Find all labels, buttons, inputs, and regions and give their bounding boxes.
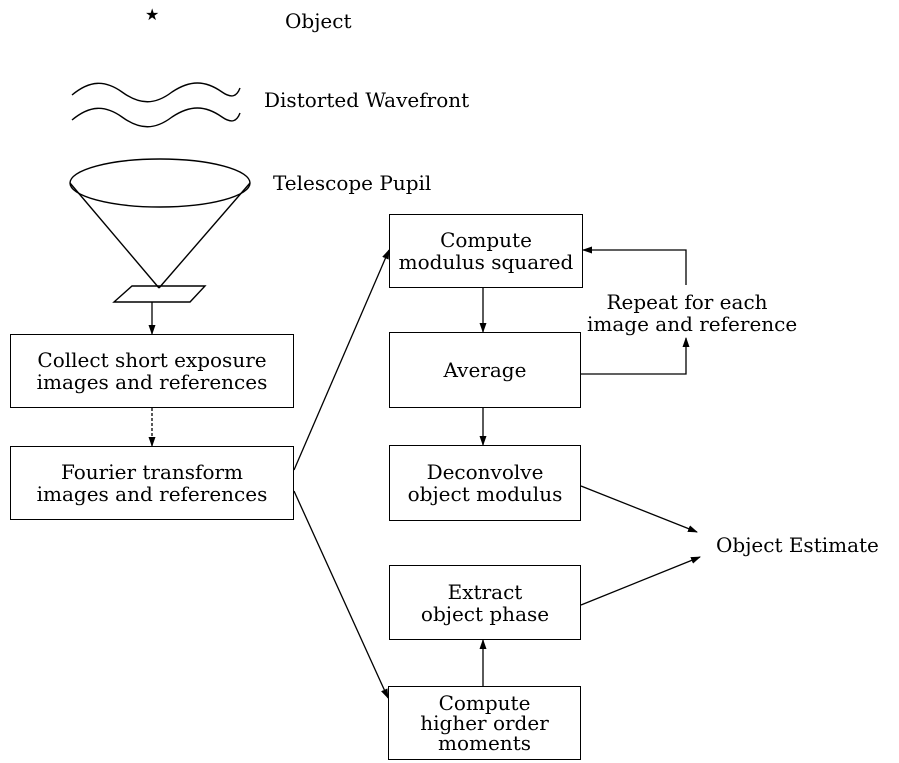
- repeat-label: Repeat for each image and reference: [587, 290, 798, 336]
- compute-modulus-box: Compute modulus squared: [389, 214, 583, 288]
- repeat-label-line1: Repeat for each: [606, 290, 768, 314]
- repeat-label-line2: image and reference: [587, 312, 798, 336]
- average-box-line1: Average: [443, 358, 527, 382]
- average-box: Average: [389, 332, 581, 408]
- arrow-repeat-loop-back: [582, 246, 687, 285]
- arrow-extract-to-estimate: [580, 556, 701, 606]
- arrow-fourier-to-moments: [293, 490, 389, 699]
- fourier-box-line2: images and references: [36, 482, 268, 506]
- moments-box-line2: higher order: [420, 711, 549, 735]
- moments-box-line3: moments: [438, 731, 531, 755]
- arrow-deconvolve-to-estimate: [580, 485, 698, 533]
- modulus-box-line1: Compute: [440, 228, 532, 252]
- telescope-pupil-icon: [69, 158, 251, 303]
- extract-box-line1: Extract: [447, 579, 523, 604]
- fourier-transform-box: Fourier transform images and references: [10, 446, 294, 520]
- collect-images-box: Collect short exposure images and refere…: [10, 334, 294, 408]
- compute-moments-box: Compute higher order moments: [388, 686, 581, 760]
- object-label: Object: [285, 9, 352, 33]
- object-estimate-label: Object Estimate: [716, 533, 879, 557]
- wavefront-icon: [71, 82, 241, 128]
- moments-box-line1: Compute: [438, 691, 531, 715]
- extract-phase-box: Extract object phase: [389, 565, 581, 640]
- deconvolve-box-line1: Deconvolve: [426, 460, 544, 484]
- deconvolve-box: Deconvolve object modulus: [389, 445, 581, 521]
- arrow-fourier-to-modulus: [293, 249, 390, 471]
- star-icon: ★: [145, 5, 160, 24]
- extract-box-line2: object phase: [420, 601, 550, 626]
- distorted-wavefront-label: Distorted Wavefront: [264, 88, 470, 112]
- deconvolve-box-line2: object modulus: [407, 482, 563, 506]
- arrow-repeat-loop-up: [580, 337, 690, 375]
- telescope-pupil-label: Telescope Pupil: [273, 171, 432, 195]
- collect-box-line2: images and references: [36, 370, 268, 394]
- fourier-box-line1: Fourier transform: [60, 460, 244, 484]
- collect-box-line1: Collect short exposure: [37, 348, 267, 372]
- modulus-box-line2: modulus squared: [398, 250, 574, 274]
